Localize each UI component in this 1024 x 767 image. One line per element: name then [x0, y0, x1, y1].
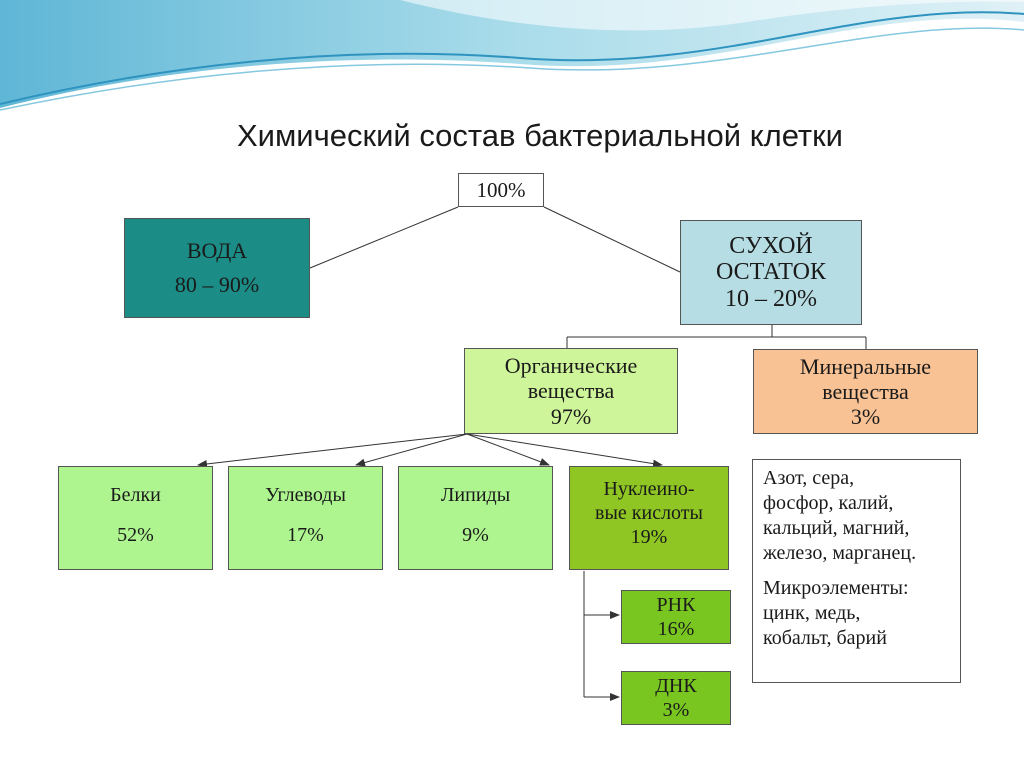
line-total-water: [309, 206, 459, 269]
node-nucleic-acids: Нуклеино- вые кислоты 19%: [569, 466, 729, 570]
node-rna: РНК 16%: [621, 590, 731, 644]
list-spacer: [763, 566, 960, 576]
node-proteins: Белки 52%: [58, 466, 213, 570]
micro-line: кобальт, барий: [763, 627, 887, 649]
node-mineral: Минеральные вещества 3%: [753, 349, 978, 434]
line-dry-branches: [566, 325, 867, 349]
page-title: Химический состав бактериальной клетки: [237, 118, 843, 153]
arrow-organic-nucleic: [466, 433, 663, 468]
arrow-organic-proteins: [197, 433, 468, 468]
node-organic: Органические вещества 97%: [464, 348, 678, 434]
node-lipids: Липиды 9%: [398, 466, 553, 570]
macro-line: Азот, сера,: [763, 467, 855, 489]
mineral-elements-list: Азот, сера, фосфор, калий, кальций, магн…: [752, 459, 961, 683]
node-water: ВОДА 80 – 90%: [124, 218, 310, 318]
micro-line: Микроэлементы:: [763, 577, 909, 599]
macro-line: кальций, магний,: [763, 517, 910, 539]
node-carbohydrates: Углеводы 17%: [228, 466, 383, 570]
macro-line: фосфор, калий,: [763, 492, 894, 514]
node-total: 100%: [458, 173, 544, 207]
arrow-organic-carbs: [355, 433, 468, 467]
node-dry-residue: СУХОЙ ОСТАТОК 10 – 20%: [680, 220, 862, 325]
line-total-dry: [543, 206, 681, 273]
node-dna: ДНК 3%: [621, 671, 731, 725]
wave-header-decoration: [0, 0, 1024, 111]
arrow-organic-lipids: [466, 433, 550, 466]
micro-line: цинк, медь,: [763, 602, 861, 624]
macro-line: железо, марганец.: [763, 542, 917, 564]
